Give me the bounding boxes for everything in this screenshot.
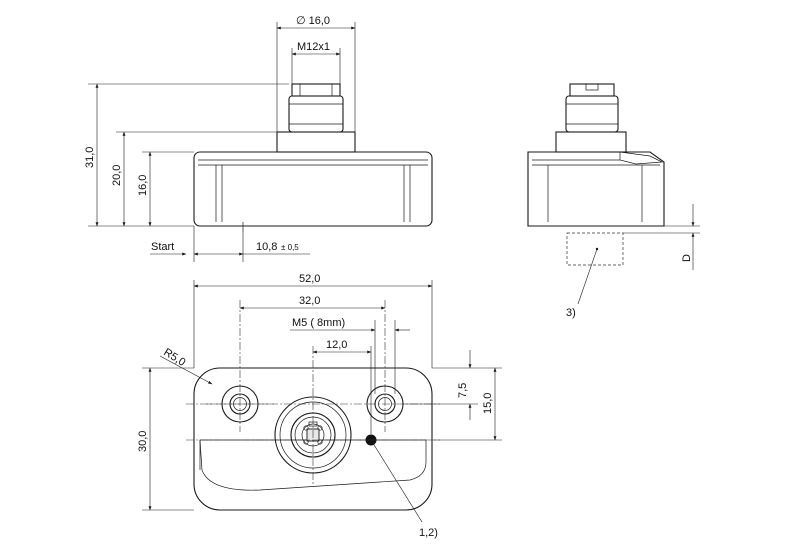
dim-screw: M5 ( 8mm) [292,317,345,329]
side-connector [565,95,619,133]
dim-hole-spacing: 32,0 [299,295,320,307]
dim-radius: R5,0 [161,346,187,368]
front-view: ∅ 16,0 M12x1 31,0 20,0 16,0 Start 10,8 ±… [84,15,433,262]
callout-target: 3) [566,307,576,319]
dim-width: 52,0 [299,273,320,285]
callout-led: 1,2) [419,527,438,539]
front-connector-nut [288,95,344,133]
dim-thread: M12x1 [297,41,330,53]
dim-distance: D [681,254,693,262]
front-connector-base [276,131,356,153]
dim-diameter: ∅ 16,0 [296,15,330,27]
side-body [527,151,665,227]
dim-height-total: 31,0 [84,147,96,168]
dim-height-base: 16,0 [137,175,149,196]
start-label: Start [151,241,174,253]
dim-height-body: 20,0 [111,165,123,186]
dim-start-main: 10,8 [256,241,277,253]
target-object [566,232,624,266]
front-body [193,151,433,227]
dim-hole-height: 15,0 [482,393,494,414]
top-view: 52,0 32,0 M5 ( 8mm) 12,0 R5,0 30,0 7,5 1… [137,273,502,539]
dim-height: 30,0 [137,431,149,452]
dim-start-tol: ± 0,5 [281,243,299,252]
front-connector-thread [291,83,341,97]
side-view: D 3) [527,83,700,319]
dim-hole-offset: 7,5 [457,383,469,398]
dim-connector-offset: 12,0 [326,339,347,351]
